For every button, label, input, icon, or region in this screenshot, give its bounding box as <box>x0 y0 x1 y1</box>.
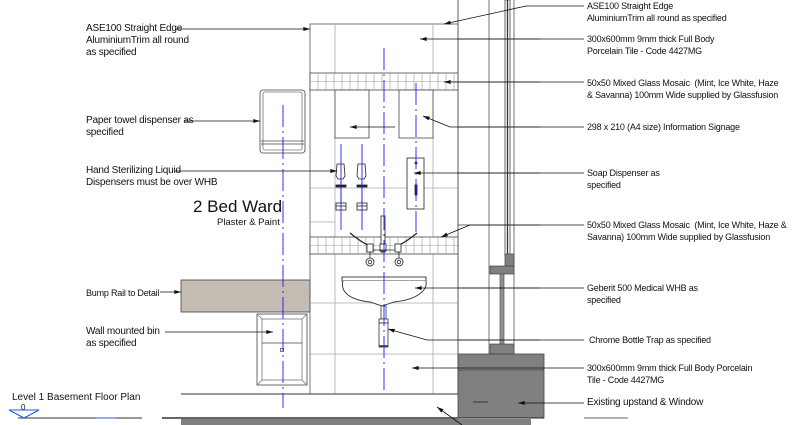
room-finish: Plaster & Paint <box>217 217 280 228</box>
note-mosaic-lower: 50x50 Mixed Glass Mosaic (Mint, Ice Whit… <box>587 220 787 242</box>
bottle-trap <box>378 305 389 348</box>
note-soap-dispenser: Soap Dispenser as specified <box>587 168 660 190</box>
note-paper-towel-dispenser: Paper towel dispenser as specified <box>86 115 194 138</box>
room-name: 2 Bed Ward <box>193 197 283 216</box>
leaders-right <box>350 5 628 425</box>
note-information-signage: 298 x 210 (A4 size) Information Signage <box>587 122 740 132</box>
soap-dispenser <box>406 157 425 210</box>
note-existing-upstand: Existing upstand & Window <box>587 397 704 408</box>
signage-frame-left <box>334 89 370 139</box>
note-ase100-trim-right: ASE100 Straight Edge AluminiumTrim all r… <box>587 1 727 23</box>
note-bottle-trap: Chrome Bottle Trap as specified <box>589 335 711 345</box>
leaders-left <box>160 27 337 334</box>
centerlines <box>282 48 417 408</box>
level-marker-icon <box>8 409 116 419</box>
note-ase100-trim-left: ASE100 Straight Edge AluminiumTrim all r… <box>86 23 189 58</box>
mixer-tap <box>349 215 418 267</box>
note-bump-rail: Bump Rail to Detail <box>86 288 160 298</box>
note-wall-mounted-bin: Wall mounted bin as specified <box>86 326 160 349</box>
wall-mounted-bin <box>256 313 308 386</box>
note-tile-lower: 300x600mm 9mm thick Full Body Porcelain … <box>587 363 753 385</box>
note-hand-sterilizing-dispensers: Hand Sterilizing Liquid Dispensers must … <box>86 165 218 188</box>
note-geberit-whb: Geberit 500 Medical WHB as specified <box>587 283 698 305</box>
level-name: Level 1 Basement Floor Plan <box>12 392 141 403</box>
note-tile-upper: 300x600mm 9mm thick Full Body Porcelain … <box>587 34 715 56</box>
existing-window-structure <box>457 0 545 419</box>
floor-slab <box>181 419 531 425</box>
paper-towel-dispenser <box>259 89 306 154</box>
bump-rail <box>180 279 311 313</box>
note-mosaic-upper: 50x50 Mixed Glass Mosaic (Mint, Ice Whit… <box>587 78 779 100</box>
level-elevation: 0 <box>21 403 26 412</box>
floor-lines <box>18 393 458 419</box>
